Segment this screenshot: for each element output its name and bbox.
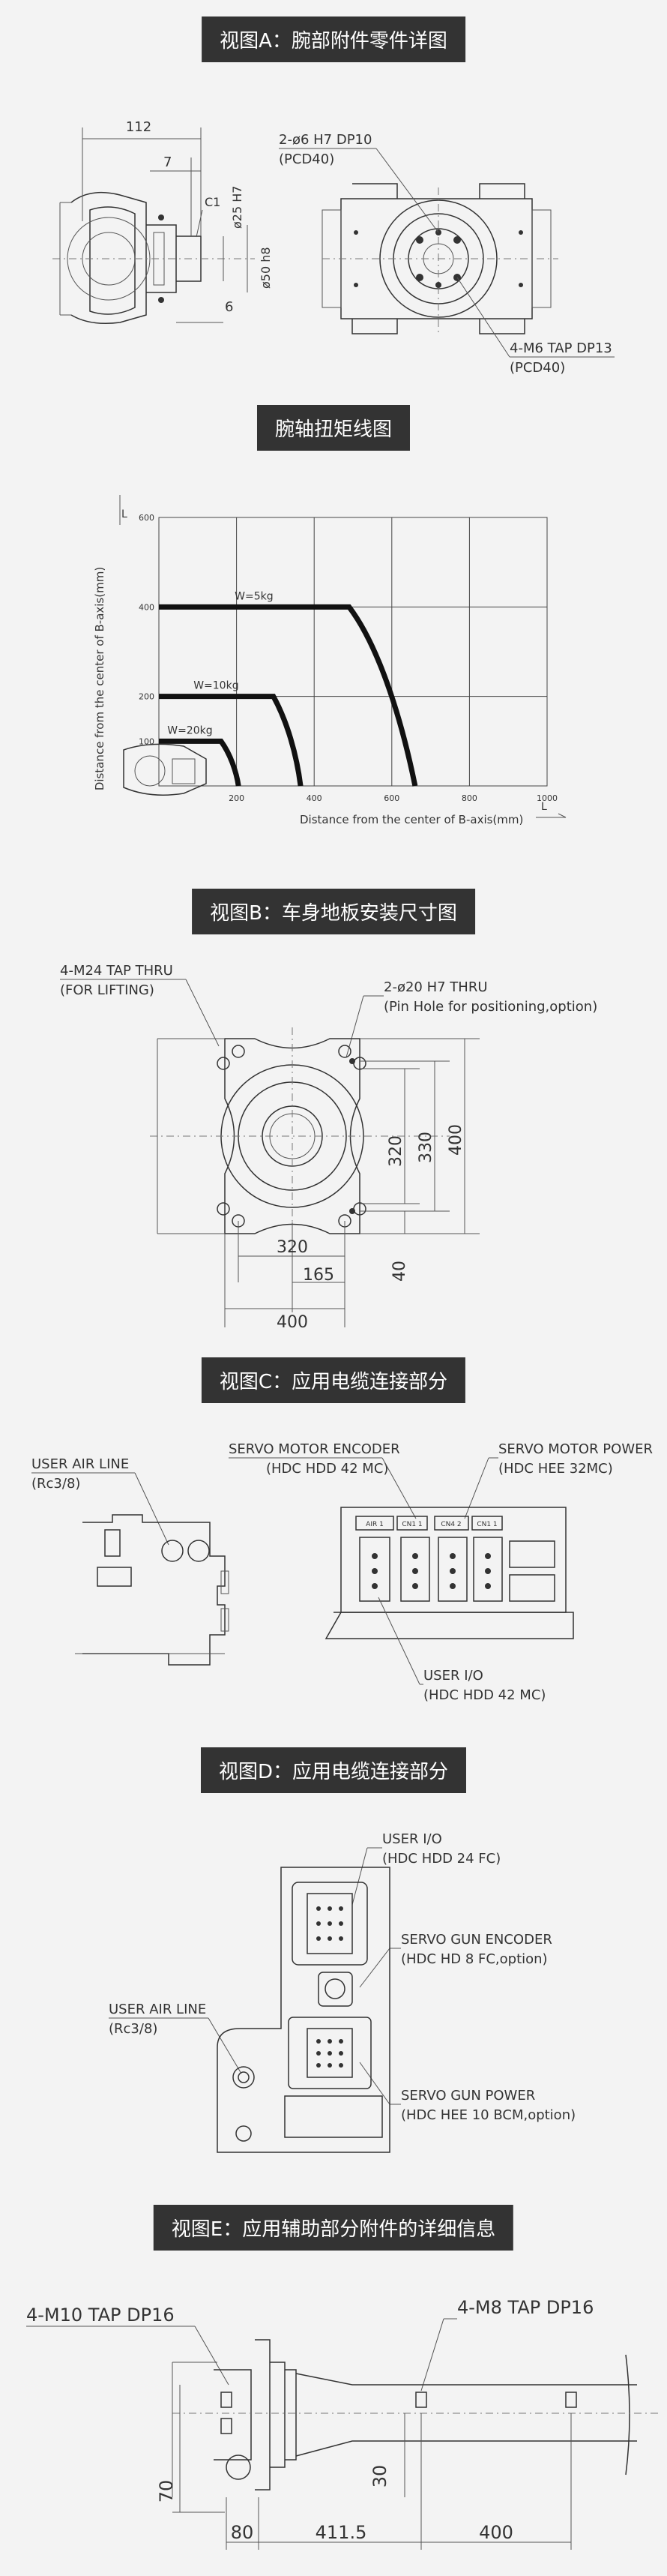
chart-xtick: 200	[229, 793, 244, 803]
c-left-body	[75, 1514, 229, 1666]
dim-c1: C1	[205, 195, 220, 209]
b-d320v: 320	[387, 1135, 405, 1167]
c-enc-sub: (HDC HDD 42 MC)	[266, 1461, 388, 1477]
pin-note: 2-ø6 H7 DP10	[279, 132, 372, 148]
chart-ytick: 100	[139, 736, 154, 746]
dim-d50: ø50 h8	[259, 247, 273, 289]
e-d411: 411.5	[316, 2522, 367, 2543]
b-d40: 40	[390, 1261, 409, 1282]
chart-series-line	[159, 694, 304, 787]
section-torque-title: 腕轴扭矩线图	[256, 405, 411, 451]
c-tag-3: CN4 2	[441, 1521, 461, 1528]
d-body	[217, 1867, 390, 2153]
base-plate	[150, 1027, 450, 1245]
pin-pcd: (PCD40)	[279, 151, 334, 167]
e-tap2: 4-M8 TAP DP16	[457, 2297, 594, 2318]
view-e-drawing: 4-M10 TAP DP16 4-M8 TAP DP16 70 30 80 41…	[26, 2297, 660, 2550]
view-b-drawing: 4-M24 TAP THRU (FOR LIFTING) 2-ø20 H7 TH…	[60, 963, 597, 1332]
d-pwr-sub: (HDC HEE 10 BCM,option)	[401, 2107, 576, 2123]
e-arm	[172, 2339, 660, 2497]
view-c-drawing: USER AIR LINE (Rc3/8) SERVO MOTOR ENCODE…	[31, 1441, 653, 1703]
section-a-title: 视图A：腕部附件零件详图	[202, 16, 465, 62]
d-air: USER AIR LINE	[109, 2002, 206, 2017]
dim-d25: ø25 H7	[230, 186, 244, 229]
d-enc-sub: (HDC HD 8 FC,option)	[401, 1951, 548, 1967]
chart-frame	[158, 517, 548, 787]
e-d400: 400	[479, 2522, 513, 2543]
tap-note: 4-M6 TAP DP13	[510, 340, 612, 356]
chart-ytick: 200	[139, 692, 154, 702]
c-tag-4: CN1 1	[477, 1521, 497, 1528]
e-tap1: 4-M10 TAP DP16	[26, 2305, 175, 2326]
tap-pcd: (PCD40)	[510, 360, 565, 376]
dim-7: 7	[163, 154, 172, 170]
d-io: USER I/O	[382, 1831, 442, 1847]
d-pwr: SERVO GUN POWER	[401, 2088, 535, 2104]
c-air: USER AIR LINE	[31, 1456, 129, 1472]
chart-xtick: 400	[307, 793, 322, 803]
section-c-title: 视图C：应用电缆连接部分	[201, 1357, 466, 1403]
d-enc: SERVO GUN ENCODER	[401, 1932, 552, 1948]
chart-series-line	[159, 738, 241, 787]
chart-series-label: W=20kg	[167, 724, 212, 736]
c-tag-2: CN1 1	[402, 1521, 422, 1528]
b-pin-note: 2-ø20 H7 THRU	[384, 979, 488, 995]
e-d80: 80	[231, 2522, 254, 2543]
c-enc: SERVO MOTOR ENCODER	[229, 1441, 400, 1457]
chart-ytick: 400	[139, 602, 154, 612]
b-d400v: 400	[447, 1124, 465, 1156]
c-connector-panel: AIR 1 CN1 1 CN4 2 CN1 1	[325, 1507, 574, 1639]
wrist-silhouette	[123, 743, 207, 796]
chart-ylabel: Distance from the center of B-axis(mm)	[93, 567, 106, 790]
dim-6: 6	[225, 299, 233, 315]
chart-y-unit: L	[121, 508, 127, 520]
chart-xtick: 800	[462, 793, 477, 803]
section-d-title: 视图D：应用电缆连接部分	[200, 1747, 467, 1793]
view-a-drawing: 112 7 C1 ø25 H7 ø50 h8 6 2-ø6 H7 DP10 (P…	[52, 119, 615, 376]
chart-xlabel: Distance from the center of B-axis(mm)	[300, 813, 523, 826]
b-tap-note: 4-M24 TAP THRU	[60, 963, 173, 979]
d-air-sub: (Rc3/8)	[109, 2021, 157, 2037]
dim-112: 112	[126, 119, 151, 135]
wrist-side-view	[52, 191, 255, 324]
c-air-sub: (Rc3/8)	[31, 1476, 80, 1492]
d-io-sub: (HDC HDD 24 FC)	[382, 1851, 501, 1867]
chart-xtick: 1000	[537, 793, 558, 803]
chart-xtick: 600	[384, 793, 399, 803]
c-io: USER I/O	[423, 1668, 483, 1684]
torque-chart: 200 400 600 800 1000 100 200 400 600 W=5kgW=10kg…	[93, 495, 567, 826]
b-tap-sub: (FOR LIFTING)	[60, 982, 154, 998]
flange-front-view	[322, 183, 558, 334]
section-e-title: 视图E：应用辅助部分附件的详细信息	[153, 2205, 514, 2251]
chart-ylabel-line: Distance from the center of B-axis(mm)	[93, 567, 106, 790]
c-pwr-sub: (HDC HEE 32MC)	[498, 1461, 613, 1477]
b-d330: 330	[417, 1132, 435, 1163]
chart-series-label: W=5kg	[235, 590, 273, 602]
e-d70: 70	[156, 2480, 177, 2503]
e-d30: 30	[369, 2465, 390, 2488]
b-pin-sub: (Pin Hole for positioning,option)	[384, 999, 597, 1015]
c-io-sub: (HDC HDD 42 MC)	[423, 1687, 546, 1703]
chart-series-line	[159, 604, 418, 787]
section-b-title: 视图B：车身地板安装尺寸图	[192, 889, 475, 934]
b-d165: 165	[303, 1266, 334, 1285]
view-d-drawing: USER I/O (HDC HDD 24 FC) SERVO GUN ENCOD…	[109, 1831, 576, 2153]
chart-series-label: W=10kg	[193, 680, 238, 692]
b-d320h: 320	[277, 1238, 308, 1257]
b-d400h: 400	[277, 1313, 308, 1332]
c-tag-1: AIR 1	[366, 1521, 384, 1528]
c-pwr: SERVO MOTOR POWER	[498, 1441, 653, 1457]
chart-x-unit: L	[541, 801, 547, 813]
chart-ytick: 600	[139, 513, 154, 523]
